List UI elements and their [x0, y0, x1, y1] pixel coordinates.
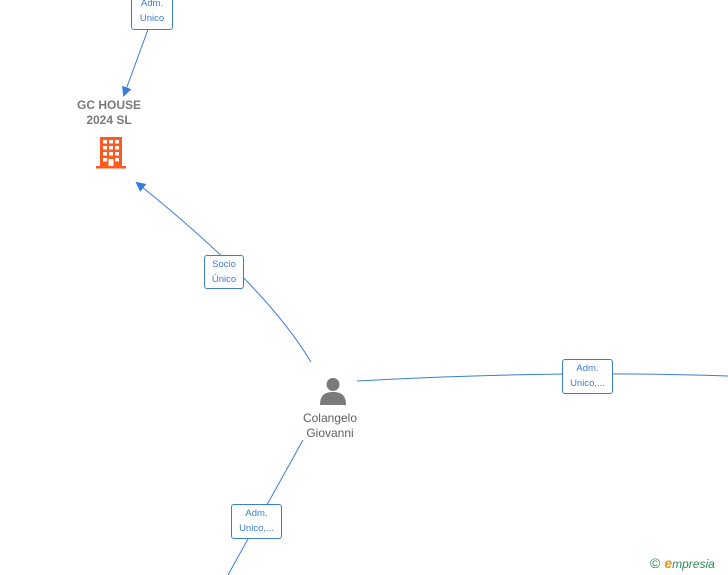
edge-label-bottom: Adm. Unico,...	[231, 504, 282, 539]
building-icon[interactable]	[94, 134, 128, 170]
copyright-icon: ©	[650, 555, 661, 571]
edge-label-top-line2: Unico	[139, 13, 165, 24]
edge-top-to-company	[122, 23, 151, 97]
brand-logo-text: mpresia	[672, 557, 715, 571]
brand-watermark: ©empresia	[650, 555, 715, 573]
edge-person-right	[356, 373, 728, 382]
person-name-line1: Colangelo	[302, 411, 358, 425]
brand-logo-e: e	[664, 555, 673, 571]
edge-label-socio: Socio Único	[204, 255, 244, 289]
edge-label-socio-line1: Socio	[212, 259, 236, 270]
company-node-label[interactable]: GC HOUSE 2024 SL	[59, 98, 159, 128]
edge-label-right-line2: Unico,...	[570, 378, 605, 389]
person-icon[interactable]	[318, 376, 348, 406]
edge-label-right: Adm. Unico,...	[562, 359, 613, 394]
edge-label-socio-line2: Único	[211, 274, 237, 285]
edge-label-bottom-line2: Unico,...	[239, 523, 274, 534]
person-name-line2: Giovanni	[306, 426, 354, 440]
company-name-line1: GC HOUSE	[76, 98, 141, 112]
company-name-line2: 2024 SL	[86, 113, 132, 127]
edge-label-top-line1: Adm.	[140, 0, 164, 9]
edge-label-top: Adm. Unico	[131, 0, 173, 30]
person-node-label[interactable]: Colangelo Giovanni	[280, 411, 380, 441]
edge-label-bottom-line1: Adm.	[245, 508, 268, 519]
edge-label-right-line1: Adm.	[576, 363, 599, 374]
edge-person-to-company	[135, 181, 312, 363]
